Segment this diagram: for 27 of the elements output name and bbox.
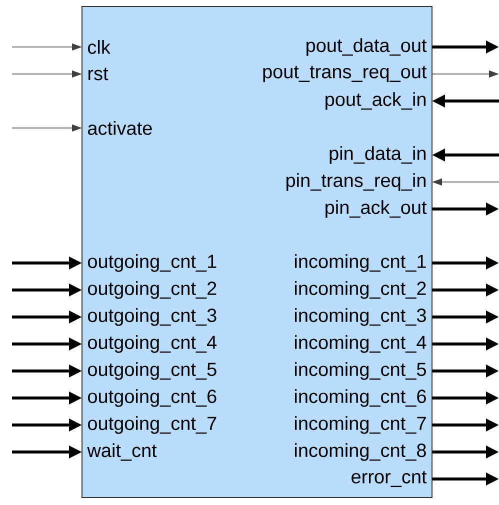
port-label: wait_cnt bbox=[87, 443, 157, 461]
port-label: incoming_cnt_3 bbox=[295, 308, 426, 326]
port-label: rst bbox=[88, 68, 108, 80]
port-label: outgoing_cnt_5 bbox=[88, 362, 216, 380]
port-label: pout_ack_in bbox=[326, 92, 426, 110]
port-label: error_cnt bbox=[352, 470, 427, 488]
port-label: activate bbox=[88, 121, 152, 135]
port-label: incoming_cnt_1 bbox=[295, 254, 426, 272]
port-label: incoming_cnt_6 bbox=[295, 389, 426, 407]
port-label: incoming_cnt_7 bbox=[295, 416, 426, 434]
port-label: outgoing_cnt_7 bbox=[88, 416, 216, 434]
port-label: outgoing_cnt_3 bbox=[88, 308, 216, 326]
port-label: pout_trans_req_out bbox=[263, 66, 427, 82]
port-label: outgoing_cnt_4 bbox=[88, 335, 217, 353]
port-label: pin_ack_out bbox=[326, 200, 427, 218]
port-label: clk bbox=[88, 40, 110, 54]
port-label: pout_data_out bbox=[306, 38, 427, 56]
port-label: incoming_cnt_8 bbox=[295, 443, 426, 461]
port-label: outgoing_cnt_2 bbox=[88, 281, 216, 299]
port-label: outgoing_cnt_1 bbox=[88, 254, 216, 272]
port-label: incoming_cnt_4 bbox=[295, 335, 426, 353]
port-label: outgoing_cnt_6 bbox=[88, 389, 216, 407]
port-label: incoming_cnt_2 bbox=[295, 281, 426, 299]
port-label: pin_trans_req_in bbox=[286, 173, 426, 191]
port-label: incoming_cnt_5 bbox=[295, 362, 426, 380]
module-box bbox=[82, 6, 432, 498]
port-label: pin_data_in bbox=[330, 146, 426, 164]
